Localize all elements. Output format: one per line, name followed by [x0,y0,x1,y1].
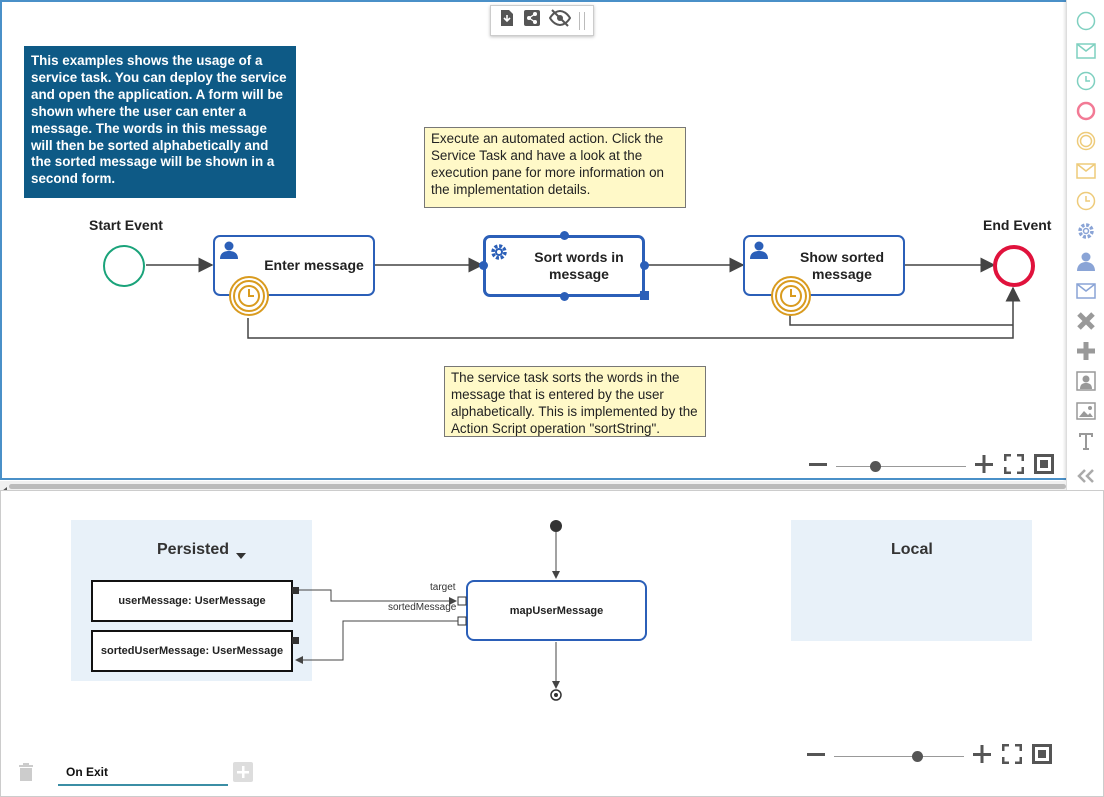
zoom-slider[interactable] [834,747,964,767]
process-diagram-pane[interactable]: This examples shows the usage of a servi… [0,0,1104,480]
data-object-sorted-message[interactable]: sortedUserMessage: UserMessage [91,630,293,672]
task-show-sorted-label: Show sorted message [799,248,884,282]
user-task-icon [749,241,769,264]
zoom-slider[interactable] [836,457,966,477]
task-enter-message-label: Enter message [264,257,364,273]
data-object-user-message[interactable]: userMessage: UserMessage [91,580,293,622]
message-task-icon[interactable] [1074,279,1098,303]
note-execute-action[interactable]: Execute an automated action. Click the S… [424,127,686,208]
zoom-slider-thumb[interactable] [870,460,881,472]
share-icon[interactable] [523,9,541,32]
export-icon[interactable] [499,9,515,32]
zoom-in-icon[interactable] [972,744,992,769]
exclusive-gateway-icon[interactable] [1074,309,1098,333]
user-task-icon [219,241,239,264]
intermediate-event-icon[interactable] [1074,129,1098,153]
task-sort-words-label: Sort words in message [534,249,624,282]
chevron-down-icon[interactable] [236,546,246,564]
port-target-label: target [430,582,456,593]
horizontal-scrollbar-thumb[interactable] [9,484,1066,489]
mapping-zoom-controls [806,743,1052,769]
timer-start-icon[interactable] [1074,69,1098,93]
fit-to-screen-icon[interactable] [1034,454,1054,479]
end-event-label: End Event [983,217,1052,233]
tab-on-exit[interactable]: On Exit [58,762,228,786]
start-event-icon[interactable] [1074,9,1098,33]
zoom-out-icon[interactable] [808,454,828,479]
intro-annotation[interactable]: This examples shows the usage of a servi… [24,46,296,198]
service-task-icon[interactable] [1074,219,1098,243]
start-event-label: Start Event [89,217,163,233]
trash-icon[interactable] [18,763,34,786]
service-task-icon [489,242,509,267]
resize-handle[interactable] [640,291,649,300]
boundary-timer-icon[interactable] [228,275,270,322]
mapper-node[interactable]: mapUserMessage [466,580,647,641]
collapse-icon[interactable] [1074,464,1098,488]
start-event[interactable] [103,245,145,287]
image-icon[interactable] [1074,399,1098,423]
zoom-out-icon[interactable] [806,744,826,769]
user-task-icon[interactable] [1074,249,1098,273]
mapping-connections [292,520,562,701]
data-object-label: sortedUserMessage: UserMessage [100,645,284,657]
zoom-slider-thumb[interactable] [912,750,923,762]
fullscreen-icon[interactable] [1003,453,1025,479]
selection-handle-top[interactable] [560,231,569,240]
message-start-icon[interactable] [1074,39,1098,63]
selection-handle-left[interactable] [479,261,488,270]
toolbar-grip-icon[interactable] [579,11,585,30]
diagram-toolbar [490,5,594,36]
mapper-name: mapUserMessage [509,604,604,617]
element-palette [1066,0,1104,496]
task-show-sorted[interactable]: Show sorted message [743,235,905,296]
zoom-in-icon[interactable] [974,454,994,479]
participant-icon[interactable] [1074,369,1098,393]
zoom-controls [808,453,1054,479]
end-event-icon[interactable] [1074,99,1098,123]
add-tab-icon[interactable] [233,762,253,787]
boundary-timer-icon[interactable] [770,275,812,322]
tab-on-exit-label: On Exit [66,765,109,779]
selection-handle-right[interactable] [640,261,649,270]
text-icon[interactable] [1074,429,1098,453]
end-event[interactable] [993,245,1035,287]
message-intermediate-icon[interactable] [1074,159,1098,183]
local-panel [791,520,1032,641]
timer-intermediate-icon[interactable] [1074,189,1098,213]
selection-handle-bottom[interactable] [560,292,569,301]
fullscreen-icon[interactable] [1001,743,1023,769]
hide-icon[interactable] [548,9,572,32]
persisted-title[interactable]: Persisted [157,541,230,558]
local-title: Local [891,541,933,558]
port-sorted-label: sortedMessage [388,602,457,613]
parallel-gateway-icon[interactable] [1074,339,1098,363]
note-sort-string[interactable]: The service task sorts the words in the … [444,366,706,437]
data-object-label: userMessage: UserMessage [118,595,266,607]
fit-to-screen-icon[interactable] [1032,744,1052,769]
